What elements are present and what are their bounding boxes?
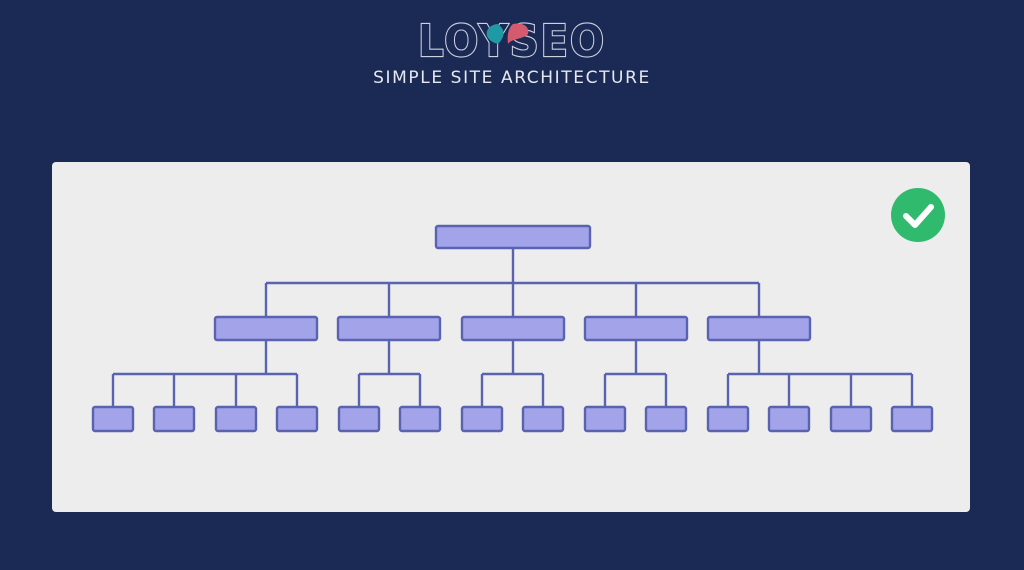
page-node [829,405,873,433]
category-node [460,315,566,342]
category-node [583,315,689,342]
page-node [767,405,811,433]
site-architecture-diagram [91,224,934,433]
header: LOYSEO SIMPLE SITE ARCHITECTURE [0,14,1024,88]
page-subtitle: SIMPLE SITE ARCHITECTURE [373,68,651,88]
page-node [91,405,135,433]
page-node [890,405,934,433]
page-node [583,405,627,433]
page-node [460,405,504,433]
page-node [706,405,750,433]
leaf-icon [486,23,529,44]
root-node [434,224,592,250]
category-node [706,315,812,342]
page-node [337,405,381,433]
page-node [644,405,688,433]
logo: LOYSEO [417,15,605,64]
category-node [336,315,442,342]
page-node [275,405,319,433]
page-node [398,405,442,433]
check-circle-icon [891,188,945,242]
page-node [214,405,258,433]
page-node [521,405,565,433]
page-node [152,405,196,433]
category-node [213,315,319,342]
diagram-panel [52,162,970,512]
